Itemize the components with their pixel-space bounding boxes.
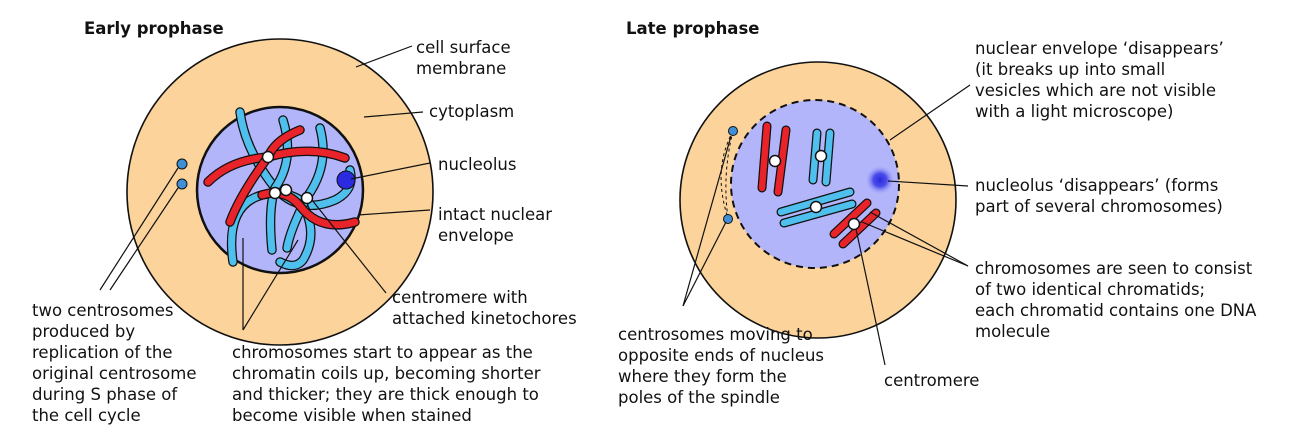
label-intact-nuclear-envelope: intact nuclear envelope: [438, 204, 552, 246]
label-line: part of several chromosomes): [975, 197, 1223, 216]
label-centrosomes-moving: centrosomes moving to opposite ends of n…: [618, 324, 824, 408]
early-centrosome: [176, 178, 188, 190]
label-line: chromatin coils up, becoming shorter: [232, 364, 541, 383]
label-line: produced by: [32, 322, 136, 341]
early-centrosome: [176, 158, 188, 170]
label-line: opposite ends of nucleus: [618, 346, 825, 365]
label-line: molecule: [975, 322, 1051, 341]
label-line: centromere: [884, 371, 980, 390]
label-line: two centrosomes: [32, 301, 174, 320]
label-line: vesicles which are not visible: [975, 81, 1216, 100]
label-line: chromosomes are seen to consist: [975, 259, 1253, 278]
late-centrosome: [728, 126, 738, 136]
late-nucleolus: [865, 165, 895, 195]
early-centromere: [279, 183, 293, 197]
label-line: membrane: [416, 59, 507, 78]
label-line: attached kinetochores: [392, 309, 577, 328]
early-centromere: [268, 186, 282, 200]
label-two-centrosomes: two centrosomes produced by replication …: [32, 300, 197, 426]
label-line: chromosomes start to appear as the: [232, 343, 533, 362]
early-centromere: [300, 191, 314, 205]
late-centromere: [814, 149, 828, 163]
label-line: each chromatid contains one DNA: [975, 301, 1257, 320]
label-line: original centrosome: [32, 364, 197, 383]
label-line: nucleolus: [438, 155, 517, 174]
label-line: poles of the spindle: [618, 388, 780, 407]
early-centromeres: [261, 150, 314, 205]
label-nucleolus-disappears: nucleolus ‘disappears’ (forms part of se…: [975, 175, 1223, 217]
label-line: envelope: [438, 226, 514, 245]
late-centromere: [809, 200, 823, 214]
late-prophase-cell: [679, 61, 957, 339]
label-early-nucleolus: nucleolus: [438, 154, 516, 175]
late-prophase-heading: Late prophase: [626, 19, 760, 38]
label-centromere-kinetochores: centromere with attached kinetochores: [392, 287, 577, 329]
label-late-centromere: centromere: [884, 370, 979, 391]
late-centrosome: [723, 214, 733, 224]
label-line: centromere with: [392, 288, 528, 307]
label-line: and thicker; they are thick enough to: [232, 385, 539, 404]
label-chromatids: chromosomes are seen to consist of two i…: [975, 258, 1256, 342]
late-centromeres: [768, 149, 861, 231]
label-line: (it breaks up into small: [975, 60, 1166, 79]
late-leader-lines: [682, 84, 971, 366]
label-line: centrosomes moving to: [618, 325, 813, 344]
label-cell-surface-membrane: cell surface membrane: [416, 37, 511, 79]
late-centromere: [768, 154, 782, 168]
label-line: of two identical chromatids;: [975, 280, 1206, 299]
label-line: nucleolus ‘disappears’ (forms: [975, 176, 1219, 195]
label-line: cell surface: [416, 38, 511, 57]
early-prophase-heading: Early prophase: [84, 19, 224, 38]
label-line: replication of the: [32, 343, 173, 362]
late-centromere: [847, 217, 861, 231]
label-line: intact nuclear: [438, 205, 553, 224]
early-centromere: [261, 150, 275, 164]
label-chromosomes-appear: chromosomes start to appear as the chrom…: [232, 342, 541, 426]
early-leader-lines: [99, 45, 431, 331]
label-line: nuclear envelope ‘disappears’: [975, 39, 1224, 58]
label-cytoplasm: cytoplasm: [429, 101, 514, 122]
label-line: during S phase of: [32, 385, 178, 404]
label-line: become visible when stained: [232, 406, 472, 425]
early-nucleolus: [336, 170, 356, 190]
label-line: where they form the: [618, 367, 787, 386]
late-red-chromosome: [829, 198, 881, 249]
early-prophase-cell: [126, 38, 434, 346]
label-line: with a light microscope): [975, 102, 1174, 121]
label-line: cytoplasm: [429, 102, 515, 121]
late-red-chromosome: [757, 121, 791, 197]
label-nuclear-envelope-disappears: nuclear envelope ‘disappears’ (it breaks…: [975, 38, 1224, 122]
label-line: the cell cycle: [32, 406, 141, 425]
